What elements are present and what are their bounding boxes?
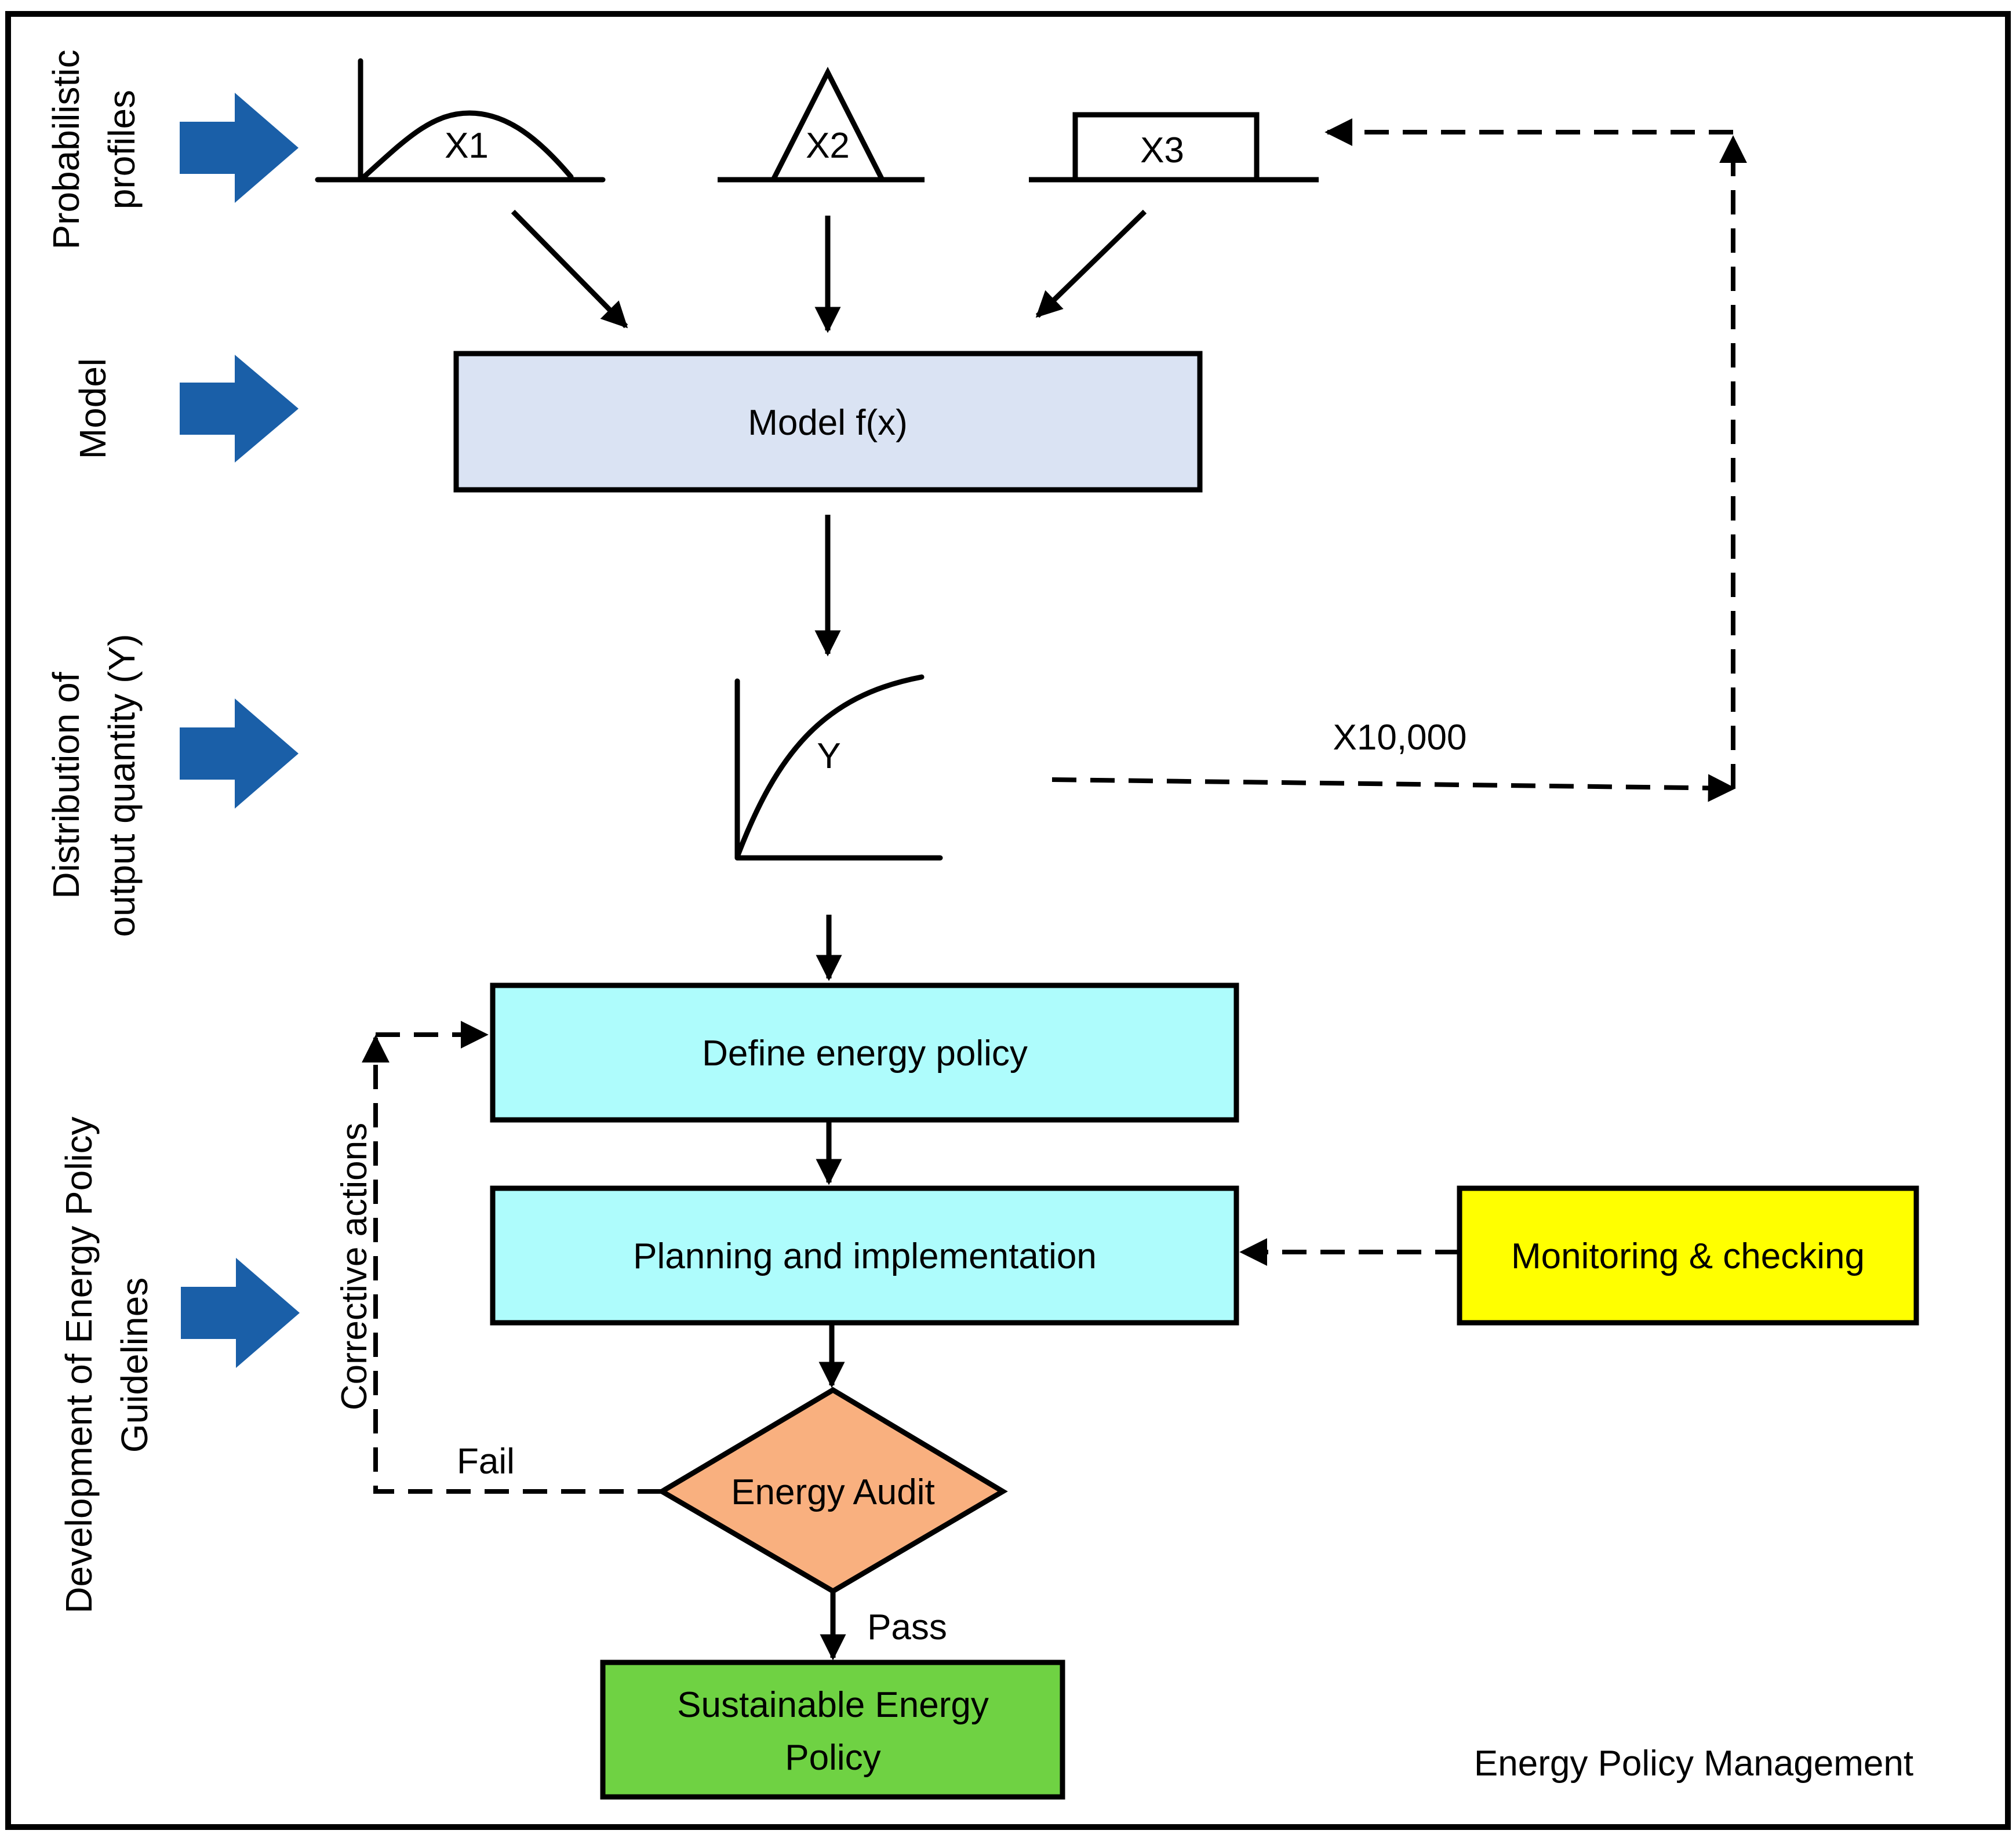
profile-x2-label: X2	[806, 126, 850, 166]
arrow-x1-to-model	[511, 209, 628, 329]
side-label-development-line1: Development of Energy Policy	[58, 1116, 100, 1613]
solid-arrows	[511, 209, 1147, 1661]
monitoring-checking-label: Monitoring & checking	[1511, 1236, 1865, 1276]
profile-x3-label: X3	[1140, 130, 1184, 170]
side-label-profiles-line1: Probabilistic	[45, 49, 87, 249]
model-box-label: Model f(x)	[748, 403, 908, 443]
define-energy-policy-box	[490, 982, 1239, 1123]
output-label: Y	[817, 736, 840, 776]
planning-implementation-label: Planning and implementation	[633, 1236, 1097, 1276]
planning-implementation-box	[490, 1185, 1239, 1326]
side-label-distribution-line2: output quantity (Y)	[101, 634, 143, 937]
side-label-profiles: Probabilistic profiles	[45, 49, 143, 249]
footer-label: Energy Policy Management	[1474, 1744, 1913, 1784]
monitoring-checking-box	[1457, 1185, 1919, 1326]
stage-arrows	[180, 93, 300, 1368]
output-curve	[734, 674, 925, 860]
side-label-development: Development of Energy Policy Guidelines	[58, 1116, 155, 1613]
side-label-development-line2: Guidelines	[114, 1278, 155, 1453]
sustainable-energy-policy-line2: Policy	[785, 1738, 880, 1778]
iteration-loop-bottom	[1051, 774, 1736, 802]
iterations-label: X10,000	[1333, 718, 1467, 758]
model-box	[453, 351, 1203, 493]
energy-audit-label: Energy Audit	[731, 1472, 935, 1512]
side-label-distribution-line1: Distribution of	[45, 672, 87, 899]
corrective-action-loop	[362, 1035, 662, 1494]
output-distribution	[734, 674, 943, 861]
arrow-x3-to-model	[1035, 209, 1147, 318]
corrective-actions-label: Corrective actions	[334, 1123, 374, 1410]
stage-arrow-profiles	[180, 93, 299, 203]
profile-x1-label: X1	[445, 126, 489, 166]
profile-x1-curve	[361, 110, 574, 180]
pass-label: Pass	[867, 1607, 947, 1647]
define-energy-policy-label: Define energy policy	[702, 1034, 1028, 1074]
fail-label: Fail	[457, 1442, 515, 1482]
iteration-loop	[1051, 118, 1747, 802]
sustainable-energy-policy-box	[600, 1660, 1065, 1800]
side-label-model: Model	[72, 358, 114, 459]
stage-arrow-development	[181, 1258, 300, 1368]
side-label-profiles-line2: profiles	[101, 90, 143, 209]
profile-x2-triangle	[771, 67, 885, 180]
energy-audit-diamond	[657, 1387, 1008, 1595]
sustainable-energy-policy-line1: Sustainable Energy	[677, 1685, 989, 1725]
profile-x3	[1029, 112, 1319, 183]
profile-x1	[315, 58, 606, 183]
outer-frame	[5, 11, 2011, 1830]
side-label-distribution: Distribution of output quantity (Y)	[45, 634, 143, 937]
stage-arrow-distribution	[180, 698, 299, 809]
profile-x2	[718, 67, 925, 183]
profile-x3-rectangle	[1072, 112, 1260, 179]
stage-arrow-model	[180, 355, 299, 463]
